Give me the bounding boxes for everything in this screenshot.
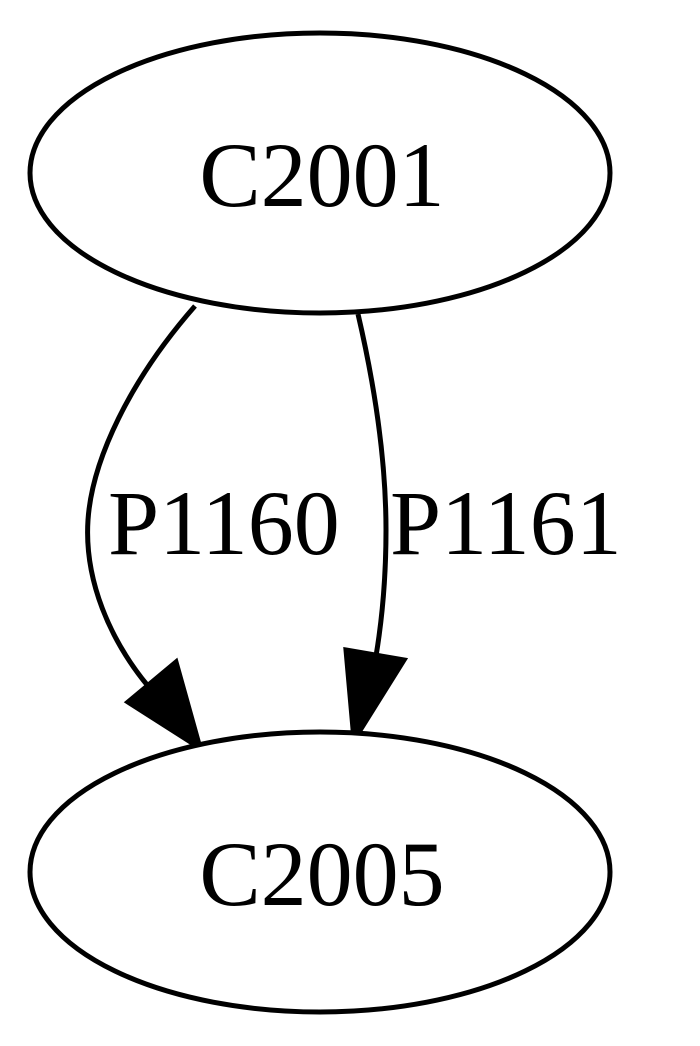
- edge-line-p1161: [355, 313, 389, 657]
- arrow-head-p1161: [343, 646, 409, 748]
- node-c2001-ellipse: [27, 30, 613, 316]
- edge-label-p1161: P1161: [390, 472, 622, 574]
- node-c2005-label: C2005: [199, 823, 444, 925]
- edge-c2001-c2005-p1160[interactable]: P1160: [85, 304, 340, 754]
- node-c2005[interactable]: C2005: [27, 729, 613, 1015]
- node-c2001-label: C2001: [199, 124, 444, 226]
- edge-line-p1160: [85, 304, 197, 688]
- node-c2001[interactable]: C2001: [27, 30, 613, 316]
- edge-label-p1160: P1160: [108, 472, 340, 574]
- node-c2005-ellipse: [27, 729, 613, 1015]
- edge-c2001-c2005-p1161[interactable]: P1161: [343, 313, 622, 748]
- arrow-head-p1160: [123, 657, 205, 754]
